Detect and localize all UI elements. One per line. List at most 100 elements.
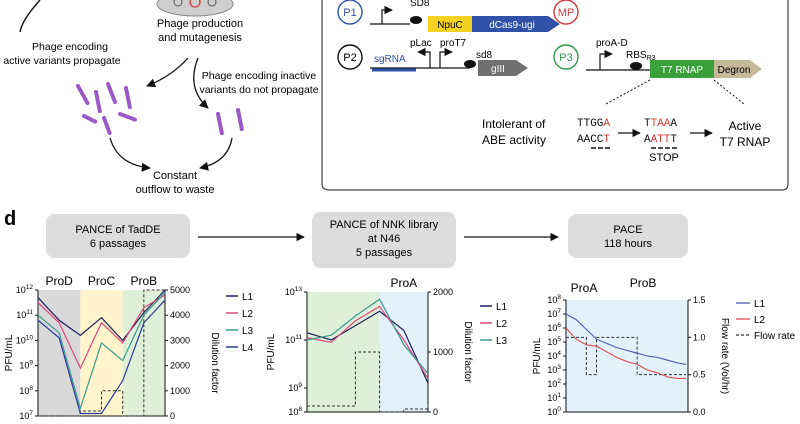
y-tick-label: 1011 [285,334,302,345]
p1-badge [337,0,363,25]
region-label: ProB [630,276,657,290]
y2-tick-label: 1.5 [693,295,706,305]
plasmid-panel: P1 SD8 NpuC dCas9-ugi MP P2 sgRNA pLac p… [321,0,789,191]
sd8-label: sd8 [476,50,493,61]
step2-pill [312,212,456,268]
phage-icon [102,116,112,136]
rbs-icon [464,60,476,68]
series-line-l2 [37,294,166,370]
y-tick-label: 107 [19,410,33,419]
region-label: ProA [390,276,417,290]
region-label: ProB [130,274,157,288]
p3-badge [553,44,579,70]
y-axis-title: PFU/mL [4,334,15,371]
region-label: ProA [571,281,598,295]
y-tick-label: 102 [547,378,561,389]
mp-label: MP [558,7,575,19]
step1-sub: 6 passages [90,238,147,250]
zoom-line-right [713,79,745,105]
y-tick-label: 108 [19,385,33,396]
sd8-top-label: SD8 [410,0,430,9]
arrow-active-to-waste [109,137,151,172]
y2-axis-title: Dilution factor [209,332,220,394]
giii-gene [478,60,528,76]
legend-label: L3 [242,326,254,337]
y2-tick-label: 1000 [433,347,453,357]
y-tick-label: 108 [547,294,561,305]
proa-promoter-icon [599,49,613,70]
arrow-inactive-to-waste [199,137,233,171]
region-label: ProC [88,274,116,288]
step1-title: PANCE of TadDE [75,224,160,236]
chart-pace: ProA1081071061051041031021011001.51.00.5… [532,281,796,417]
plac-promoter-icon [417,47,431,68]
outflow-label-2: outflow to waste [136,184,215,196]
legend-label: L2 [754,315,766,326]
step2-sub2: 5 passages [356,247,413,259]
proa-label: proA-D [596,38,628,49]
active-propagate-label-2: active variants propagate [3,55,120,67]
y2-axis-title: Flow rate (Vol/hr) [719,318,730,394]
y-tick-label: 109 [19,360,33,371]
step3-sub: 118 hours [604,238,653,250]
cycle-arc [19,0,41,33]
y-tick-label: 1013 [285,286,303,297]
plasmid-icon [173,0,183,7]
degron-tag [714,60,762,78]
active-t7-label-1: Active [729,119,762,133]
legend-label: L1 [242,292,254,303]
mutagenesis-label: and mutagenesis [158,32,242,44]
seq-top: TTGGA [577,118,610,130]
rbs-label: RBSR3 [626,50,656,62]
plasmid-icon [207,0,217,7]
legend-label: L2 [496,319,508,330]
y-tick-label: 108 [288,406,302,417]
active-propagate-label-1: Phage encoding [32,41,108,53]
y-tick-label: 106 [547,322,561,333]
y-tick-label: 104 [547,350,561,361]
inactive-phage-cluster [216,108,244,136]
phage-cycle-panel: Phage production and mutagenesis Phage e… [3,0,319,196]
giii-label: gIII [491,64,505,75]
flow-rate-line [566,336,686,376]
dcas9-label: dCas9-ugi [489,20,535,31]
p2-label: P2 [343,52,356,64]
legend-label: L2 [242,309,254,320]
t7rnap-label: T7 RNAP [661,65,704,76]
dilution-line [38,289,165,417]
inactive-label-1: Phage encoding inactive [202,70,317,82]
phage-icon [76,84,90,106]
series-line-l3 [37,292,166,411]
series-line-l4 [37,299,166,415]
mut-bottom: AATTT [644,134,677,146]
rbs-subscript: R3 [647,55,656,62]
prot7-label: proT7 [440,38,467,49]
step3-title: PACE [613,224,642,236]
y2-axis-title: Dilution factor [462,321,473,383]
stop-label: STOP [649,152,679,164]
seq-bottom: AACCT [577,134,610,146]
panel-d: d PANCE of TadDE 6 passages PANCE of NNK… [4,208,688,268]
region-band [566,300,688,412]
series-line-l1 [306,310,429,384]
mutagenesis-plasmid-icon [189,0,201,8]
npuc-label: NpuC [437,20,463,31]
region-band [307,292,380,412]
phage-icon [124,86,132,110]
y2-tick-label: 0 [170,411,175,419]
region-band [379,292,428,412]
panel-d-label: d [4,208,16,230]
dilution-line [307,351,429,413]
phage-icon [94,90,102,114]
active-phage-cluster [76,82,138,136]
outflow-label-1: Constant [153,170,197,182]
series-line-l3 [306,298,429,374]
arrow-to-active [146,57,189,88]
step3-pill [568,214,688,258]
degron-label: Degron [718,65,751,76]
region-label: ProD [45,274,73,288]
y-tick-label: 1011 [16,309,33,320]
y-axis-title: PFU/mL [532,337,543,374]
y-tick-label: 107 [547,308,561,319]
